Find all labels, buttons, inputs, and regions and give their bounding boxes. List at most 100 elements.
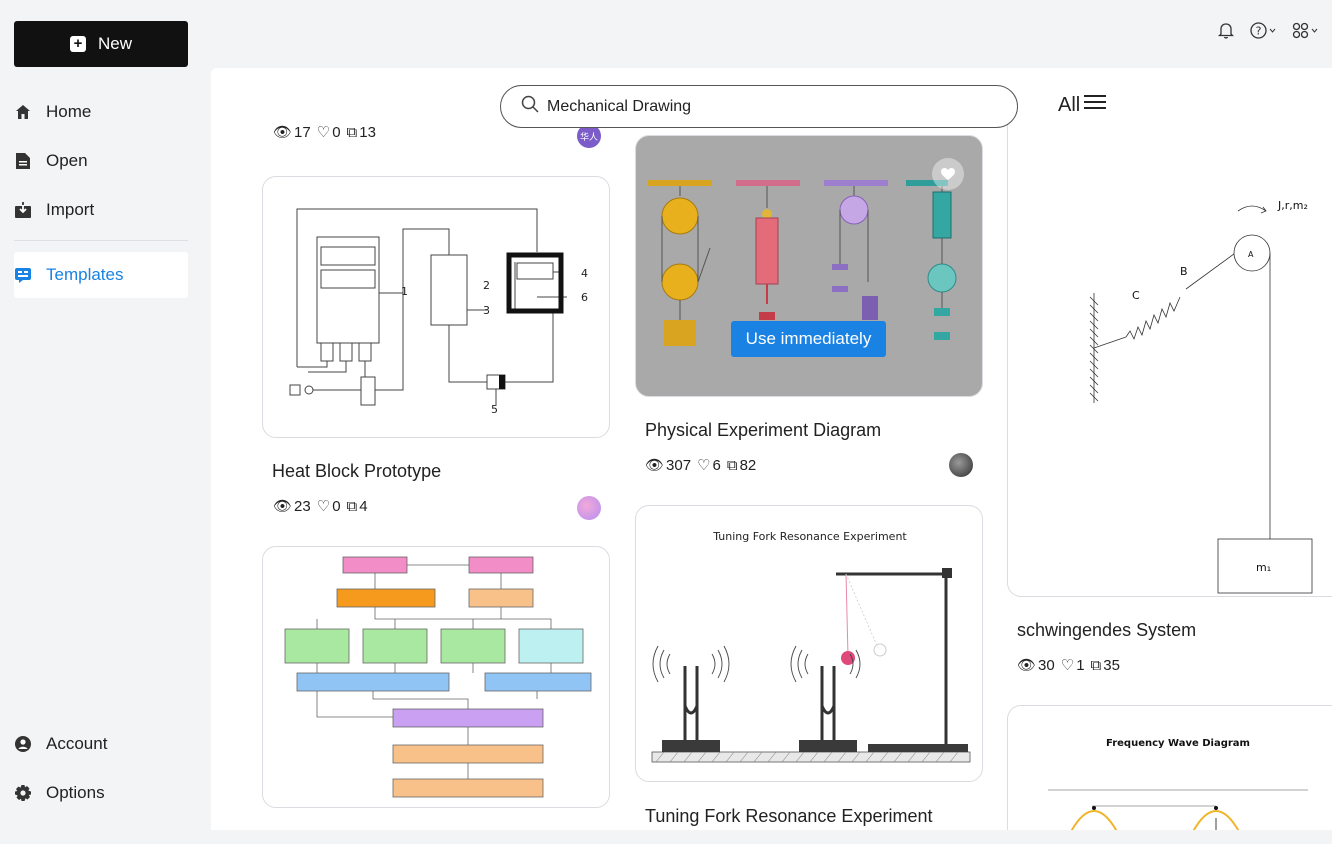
copy-icon: ⧉ [1090,656,1102,674]
svg-text:4: 4 [581,267,588,280]
sidebar-item-import[interactable]: Import [14,187,188,233]
thumbnail-caption: Tuning Fork Resonance Experiment [712,530,907,543]
avatar[interactable] [949,453,973,477]
copies-stat: ⧉35 [1090,656,1120,674]
chevron-down-icon [1269,28,1276,33]
likes-stat: ♡0 [316,497,341,516]
new-button-label: New [97,34,132,53]
views-stat: 👁︎23 [273,497,311,516]
chevron-down-icon [1311,28,1318,33]
likes-stat: ♡1 [1060,656,1085,675]
templates-icon [14,266,32,284]
template-thumbnail: Frequency Wave Diagram [1048,738,1308,830]
eye-icon: 👁︎ [273,498,293,515]
template-thumbnail: Tuning Fork Resonance Experiment [651,530,971,763]
apps-icon[interactable] [1292,22,1318,39]
sidebar-item-open[interactable]: Open [14,138,188,184]
sidebar-item-label: Templates [46,265,124,284]
home-icon [14,103,32,121]
topbar-actions: ? [1218,22,1318,39]
svg-text:3: 3 [483,304,490,317]
template-card-tuning-fork[interactable]: Tuning Fork Resonance Experiment [635,505,983,782]
sidebar-item-templates[interactable]: Templates [14,252,188,298]
copies-stat: ⧉82 [726,456,757,474]
sidebar-item-label: Home [46,102,92,121]
filter-all-button[interactable]: All [1058,93,1107,117]
heart-icon: ♡ [697,457,711,474]
sidebar-item-label: Account [46,734,108,753]
thumbnail-caption: Frequency Wave Diagram [1106,738,1250,749]
copies-stat: ⧉4 [346,497,368,515]
svg-text:m₁: m₁ [1256,561,1271,574]
sidebar-item-options[interactable]: Options [14,770,188,816]
sidebar-item-label: Options [46,783,105,802]
use-immediately-button[interactable]: Use immediately [731,321,886,357]
card-stats: 👁︎17 ♡0 ⧉13 [273,123,376,142]
card-title[interactable]: Heat Block Prototype [272,461,442,481]
card-title[interactable]: schwingendes System [1017,620,1197,640]
search-icon [521,95,539,118]
svg-text:B: B [1180,265,1188,278]
card-stats: 👁︎23 ♡0 ⧉4 [273,497,368,516]
sidebar-item-account[interactable]: Account [14,721,188,767]
sidebar-item-home[interactable]: Home [14,89,188,135]
template-thumbnail: 1 2 3 4 5 6 [289,208,588,416]
views-stat: 👁︎30 [1017,656,1055,675]
template-card-heat-block[interactable]: 1 2 3 4 5 6 [262,176,610,438]
eye-icon: 👁︎ [273,124,293,141]
template-card-frequency-wave[interactable]: Frequency Wave Diagram [1007,705,1332,830]
copy-icon: ⧉ [346,497,358,515]
sidebar-divider [14,240,188,241]
templates-panel: All 👁︎17 ♡0 ⧉13 华人 [211,68,1332,830]
search-input[interactable] [547,97,987,116]
help-icon[interactable]: ? [1250,22,1276,39]
card-title[interactable]: Tuning Fork Resonance Experiment [645,806,933,826]
file-icon [14,152,32,170]
template-card-flowchart[interactable] [262,546,610,808]
eye-icon: 👁︎ [645,457,665,474]
avatar[interactable] [577,496,601,520]
menu-icon [1084,93,1107,117]
sidebar-item-label: Open [46,151,88,170]
heart-icon [941,168,955,180]
views-stat: 👁︎307 [645,456,692,475]
likes-stat: ♡6 [697,456,721,475]
gear-icon [14,784,32,802]
copy-icon: ⧉ [726,456,738,474]
eye-icon: 👁︎ [1017,657,1037,674]
svg-text:5: 5 [491,403,498,416]
template-card-schwingendes-system[interactable]: J,r,m₂ B C A m₁ [1007,93,1332,597]
new-button[interactable]: + New [14,21,188,67]
likes-stat: ♡0 [316,123,341,142]
plus-icon: + [69,36,86,52]
svg-text:1: 1 [401,285,408,298]
heart-icon: ♡ [316,124,331,141]
heart-icon: ♡ [316,498,331,515]
avatar[interactable]: 华人 [577,124,601,148]
search-bar[interactable] [500,85,1018,128]
views-stat: 👁︎17 [273,123,311,142]
card-stats: 👁︎30 ♡1 ⧉35 [1017,656,1120,675]
sidebar-item-label: Import [46,200,95,219]
svg-text:C: C [1132,289,1140,302]
account-icon [14,735,32,753]
filter-label: All [1058,93,1081,116]
import-icon [14,201,32,219]
template-thumbnail [284,556,592,798]
copy-icon: ⧉ [346,123,358,141]
copies-stat: ⧉13 [346,123,376,141]
template-card-physical-experiment[interactable]: Use immediately [635,135,983,397]
card-stats: 👁︎307 ♡6 ⧉82 [645,456,757,475]
template-thumbnail [648,180,957,346]
svg-text:J,r,m₂: J,r,m₂ [1277,199,1308,212]
svg-text:A: A [1248,250,1254,259]
card-title[interactable]: Physical Experiment Diagram [645,420,882,440]
favorite-button[interactable] [932,158,964,190]
svg-text:?: ? [1256,25,1262,38]
svg-text:2: 2 [483,279,490,292]
svg-text:6: 6 [581,291,588,304]
heart-icon: ♡ [1060,657,1075,674]
template-thumbnail: J,r,m₂ B C A m₁ [1089,199,1313,594]
bell-icon[interactable] [1218,22,1234,39]
